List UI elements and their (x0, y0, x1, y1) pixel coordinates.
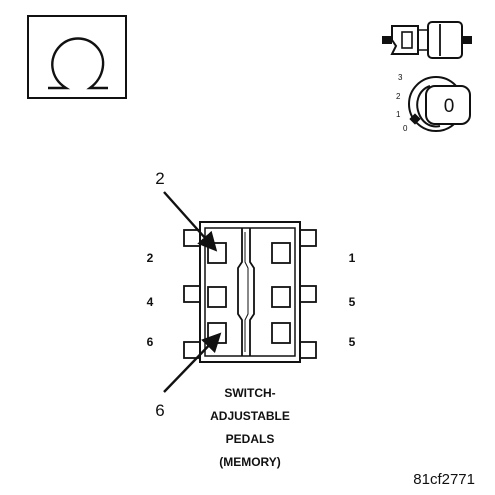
caption-line-1: SWITCH- (224, 386, 275, 400)
cavity-6 (207, 322, 227, 344)
figure-reference: 81cf2771 (413, 471, 475, 488)
callout-label-bottom: 6 (155, 401, 164, 420)
callout-arrows: 2 6 (155, 169, 222, 420)
cavity-1 (271, 242, 291, 264)
caption-line-3: PEDALS (226, 432, 275, 446)
caption-line-2: ADJUSTABLE (210, 409, 290, 423)
pin-label-right-2: 5 (349, 295, 356, 309)
ignition-position-0: 0 (403, 124, 408, 133)
connector-caption: SWITCH- ADJUSTABLE PEDALS (MEMORY) (210, 386, 290, 469)
ohm-meter-icon (27, 15, 127, 99)
ignition-position-2: 2 (396, 92, 401, 101)
pin-label-right-1: 1 (349, 251, 356, 265)
callout-arrow-top (163, 191, 218, 252)
pin-label-left-2: 4 (147, 295, 154, 309)
cavity-5-lower (271, 322, 291, 344)
caption-line-4: (MEMORY) (219, 455, 281, 469)
callout-label-top: 2 (155, 169, 164, 188)
connector-face: 2 4 6 1 5 5 (147, 221, 356, 363)
pin-label-left-3: 6 (147, 335, 154, 349)
disconnected-connector-icon (382, 21, 472, 59)
callout-arrow-bottom (163, 332, 222, 393)
cavity-5-upper (271, 286, 291, 308)
key-position-label: 0 (444, 96, 455, 117)
ignition-position-1: 1 (396, 110, 401, 119)
pin-label-left-1: 2 (147, 251, 154, 265)
ignition-key-icon: 0 3 2 1 0 (396, 73, 471, 133)
pin-label-right-3: 5 (349, 335, 356, 349)
cavity-4 (207, 286, 227, 308)
ignition-position-3: 3 (398, 73, 403, 82)
